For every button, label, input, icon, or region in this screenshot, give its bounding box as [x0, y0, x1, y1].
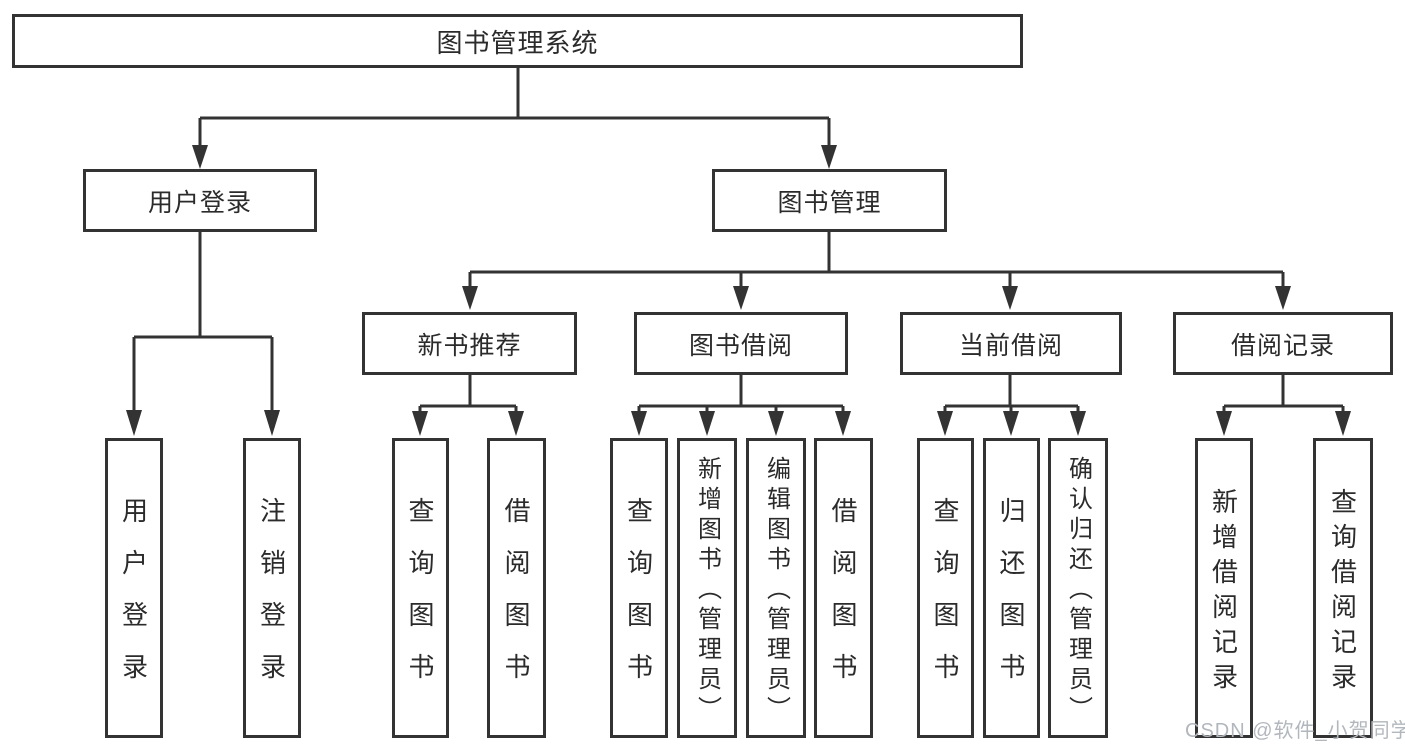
node-label: 编辑图书（管理员）: [762, 456, 790, 726]
node-label: 确认归还（管理员）: [1064, 456, 1092, 726]
node-label: 注销登录: [256, 497, 287, 705]
node-new-book-recommend: 新书推荐: [362, 312, 577, 375]
node-label: 查询借阅记录: [1327, 487, 1358, 698]
leaf-query-books-borrow: 查询图书: [610, 438, 668, 738]
node-borrow-records: 借阅记录: [1173, 312, 1393, 375]
leaf-user-login: 用户登录: [105, 438, 163, 738]
node-label: 新增借阅记录: [1208, 487, 1239, 698]
node-label: 借阅图书: [828, 497, 858, 705]
arrowhead: [462, 286, 478, 310]
leaf-add-borrow-record: 新增借阅记录: [1195, 438, 1253, 738]
arrowhead: [508, 411, 524, 436]
node-label: 查询图书: [930, 497, 960, 705]
node-current-borrow: 当前借阅: [900, 312, 1122, 375]
node-label: 新书推荐: [417, 331, 522, 360]
node-label: 新增图书（管理员）: [693, 456, 721, 726]
node-label: 图书管理: [777, 188, 882, 217]
arrowhead: [821, 145, 837, 169]
arrowhead: [733, 286, 749, 310]
node-book-management: 图书管理: [712, 169, 947, 232]
arrowhead: [1275, 286, 1291, 310]
node-book-borrow: 图书借阅: [634, 312, 848, 375]
arrowhead: [192, 145, 208, 169]
node-user-login: 用户登录: [83, 169, 317, 232]
leaf-borrow-books: 借阅图书: [814, 438, 873, 738]
leaf-query-borrow-record: 查询借阅记录: [1313, 438, 1373, 738]
arrowhead: [1335, 411, 1351, 436]
node-label: 当前借阅: [958, 331, 1063, 360]
leaf-query-books-current: 查询图书: [917, 438, 974, 738]
node-label: 借阅记录: [1230, 331, 1335, 360]
node-label: 借阅图书: [501, 497, 531, 705]
arrowhead: [1216, 411, 1232, 436]
arrowhead: [1003, 411, 1019, 436]
arrowhead: [937, 411, 953, 436]
leaf-return-books: 归还图书: [983, 438, 1040, 738]
arrowhead: [1070, 411, 1086, 436]
node-label: 用户登录: [147, 188, 252, 217]
arrowhead: [264, 410, 280, 436]
node-label: 查询图书: [623, 497, 654, 705]
arrowhead: [126, 410, 142, 436]
leaf-query-books-recommend: 查询图书: [392, 438, 449, 738]
node-library-system: 图书管理系统: [12, 14, 1023, 68]
csdn-watermark: CSDN @软件_小贺同学: [1185, 720, 1405, 742]
arrowhead: [699, 411, 715, 436]
arrowhead: [1002, 286, 1018, 310]
node-label: 图书借阅: [688, 331, 793, 360]
arrowhead: [631, 411, 647, 436]
arrowhead: [412, 411, 428, 436]
arrowhead: [835, 411, 851, 436]
node-label: 查询图书: [405, 497, 435, 705]
leaf-confirm-return-admin: 确认归还（管理员）: [1048, 438, 1108, 738]
node-label: 图书管理系统: [436, 27, 599, 58]
node-label: 用户登录: [118, 497, 149, 705]
node-label: 归还图书: [996, 497, 1026, 705]
leaf-add-books-admin: 新增图书（管理员）: [677, 438, 737, 738]
leaf-borrow-books-recommend: 借阅图书: [487, 438, 546, 738]
leaf-logout: 注销登录: [243, 438, 301, 738]
leaf-edit-books-admin: 编辑图书（管理员）: [746, 438, 806, 738]
arrowhead: [768, 411, 784, 436]
